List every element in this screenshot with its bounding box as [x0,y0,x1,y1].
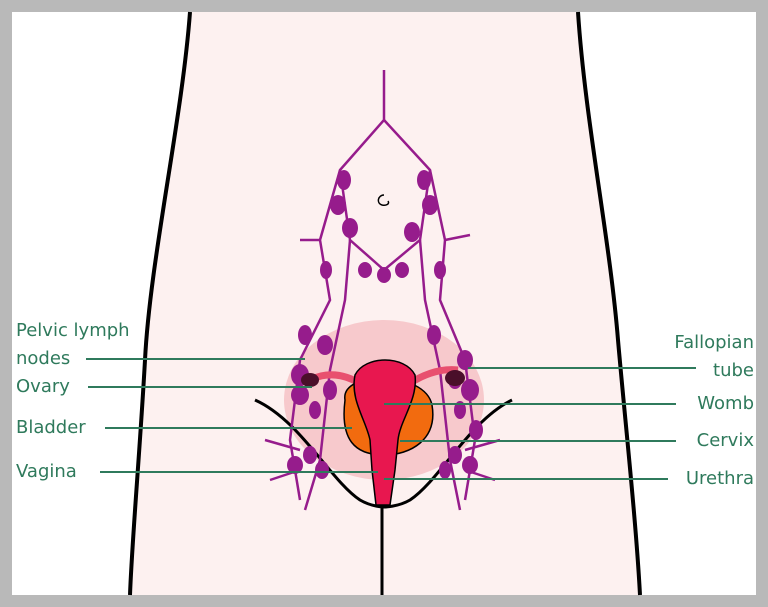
body-silhouette [130,12,640,595]
label-cervix: Cervix [696,430,754,451]
hip-line-right [383,398,513,509]
ovary-right [445,370,465,386]
pointer-lines [86,358,696,480]
label-bladder: Bladder [16,417,86,438]
ovary-left [301,373,319,387]
label-womb: Womb [697,393,754,414]
label-line-1: Pelvic lymph [16,320,130,341]
label-vagina: Vagina [16,461,77,482]
navel [377,194,390,206]
label-urethra: Urethra [685,468,754,489]
label-fallopian-tube: Fallopian tube [674,329,754,385]
lymph-nodes [287,170,483,479]
body-outline-right [576,11,642,596]
womb [353,359,417,506]
label-line-2: nodes [16,348,71,369]
body-outline-left [128,11,192,596]
label-line-2: tube [713,360,754,381]
hip-line-left [254,398,385,509]
label-line-1: Fallopian [674,332,754,353]
label-ovary: Ovary [16,376,70,397]
label-pelvic-lymph-nodes: Pelvic lymph nodes [16,317,130,373]
